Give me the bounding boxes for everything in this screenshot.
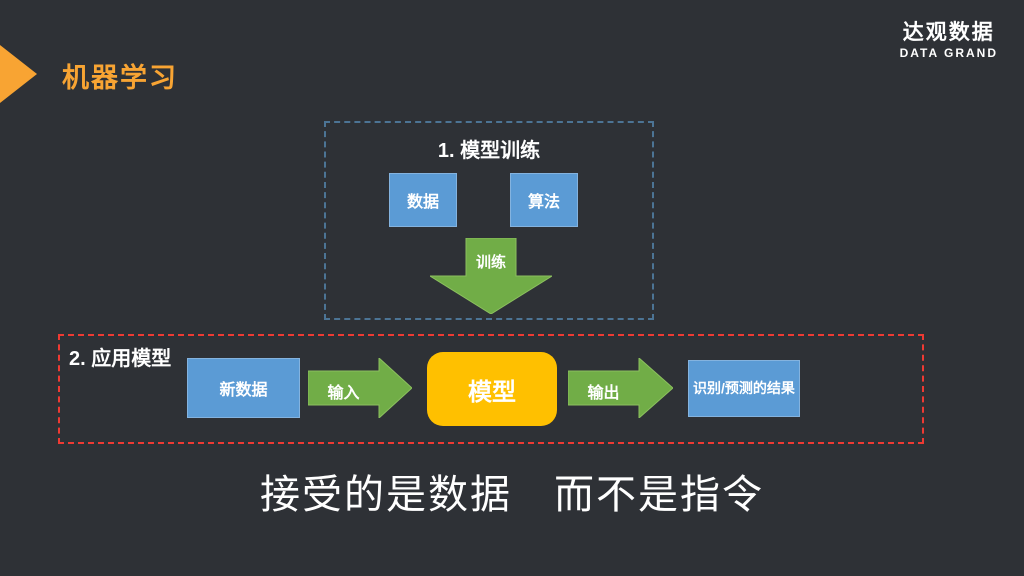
apply-frame: 2. 应用模型 xyxy=(58,334,924,444)
slogan-text: 接受的是数据 而不是指令 xyxy=(260,473,764,517)
model-box: 模型 xyxy=(427,352,557,426)
apply-frame-label: 2. 应用模型 xyxy=(69,348,172,370)
logo: 达观数据 DATA GRAND xyxy=(900,21,998,60)
output-arrow-label: 输出 xyxy=(587,385,620,402)
input-arrow-icon: 输入 xyxy=(308,358,412,418)
new-data-box: 新数据 xyxy=(187,358,300,418)
algorithm-box: 算法 xyxy=(510,173,578,227)
train-arrow-label: 训练 xyxy=(475,254,506,271)
data-box: 数据 xyxy=(389,173,457,227)
train-down-arrow-icon: 训练 xyxy=(430,238,552,314)
input-arrow-label: 输入 xyxy=(327,385,360,402)
title-chevron-icon xyxy=(0,45,37,103)
training-frame-label: 1. 模型训练 xyxy=(437,140,541,162)
result-box: 识别/预测的结果 xyxy=(688,360,800,417)
logo-en-text: DATA GRAND xyxy=(899,46,998,61)
page-title: 机器学习 xyxy=(62,63,178,93)
output-arrow-icon: 输出 xyxy=(568,358,673,418)
training-frame: 1. 模型训练 xyxy=(324,121,654,320)
logo-cn-text: 达观数据 xyxy=(902,21,995,44)
